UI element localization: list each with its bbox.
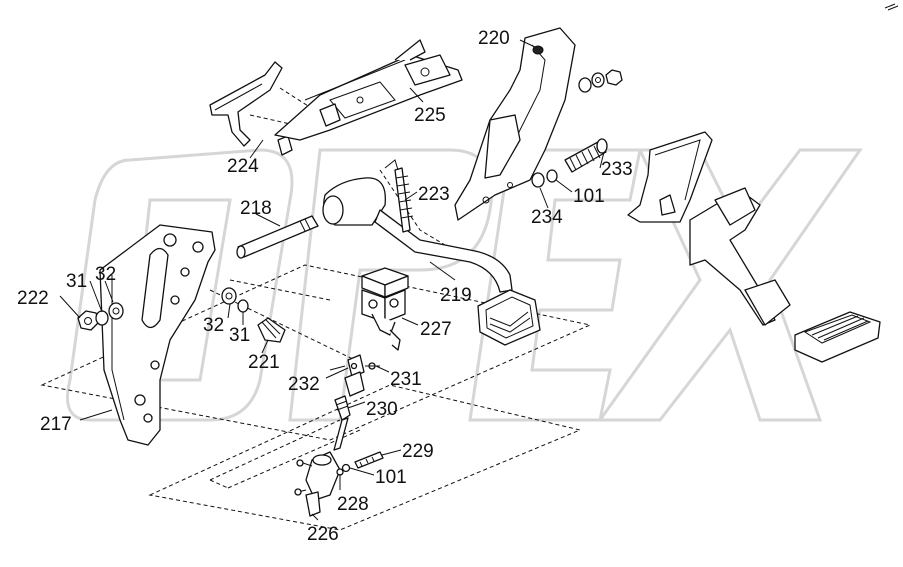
corner-mark bbox=[884, 3, 899, 11]
bracket-224 bbox=[209, 61, 293, 156]
label-31-mid: 31 bbox=[229, 325, 250, 346]
washers-bolt-221 bbox=[221, 287, 286, 343]
label-225: 225 bbox=[414, 105, 446, 126]
assembly-guide-lines bbox=[40, 87, 592, 531]
label-32-mid: 32 bbox=[203, 315, 224, 336]
label-32-left: 32 bbox=[95, 264, 116, 285]
pedal-bracket-220 bbox=[454, 27, 576, 221]
label-222: 222 bbox=[17, 288, 49, 309]
label-31-left: 31 bbox=[66, 271, 87, 292]
valve-227 bbox=[361, 267, 409, 351]
label-218: 218 bbox=[240, 198, 272, 219]
fork-rod-230 bbox=[329, 354, 380, 451]
shaft-218 bbox=[236, 215, 319, 259]
part-labels: 220 225 224 233 101 234 223 218 219 227 … bbox=[17, 28, 633, 545]
pedal-arm-219 bbox=[322, 159, 513, 293]
label-220: 220 bbox=[478, 28, 510, 49]
bracket-plate-217 bbox=[99, 224, 216, 446]
label-226: 226 bbox=[307, 524, 339, 545]
label-217: 217 bbox=[40, 414, 72, 435]
label-234: 234 bbox=[531, 207, 563, 228]
master-cylinder-226 bbox=[294, 451, 384, 517]
label-224: 224 bbox=[227, 156, 259, 177]
label-231: 231 bbox=[390, 369, 422, 390]
label-232: 232 bbox=[288, 374, 320, 395]
frame-bracket-225 bbox=[274, 39, 463, 141]
nut-washers-left bbox=[77, 302, 124, 331]
label-221: 221 bbox=[248, 352, 280, 373]
pedal-pad bbox=[477, 289, 541, 346]
label-219: 219 bbox=[440, 285, 472, 306]
label-229: 229 bbox=[402, 441, 434, 462]
label-233: 233 bbox=[601, 159, 633, 180]
bolt-233 bbox=[531, 138, 608, 188]
label-223: 223 bbox=[418, 184, 450, 205]
label-230: 230 bbox=[366, 399, 398, 420]
label-227: 227 bbox=[420, 319, 452, 340]
label-228: 228 bbox=[337, 494, 369, 515]
pedal-pad-right bbox=[794, 311, 881, 363]
label-101-bottom: 101 bbox=[375, 467, 407, 488]
label-101-top: 101 bbox=[573, 186, 605, 207]
washers-top-right bbox=[578, 69, 623, 93]
leader-lines bbox=[59, 39, 605, 521]
right-pedal-mount bbox=[627, 131, 791, 326]
